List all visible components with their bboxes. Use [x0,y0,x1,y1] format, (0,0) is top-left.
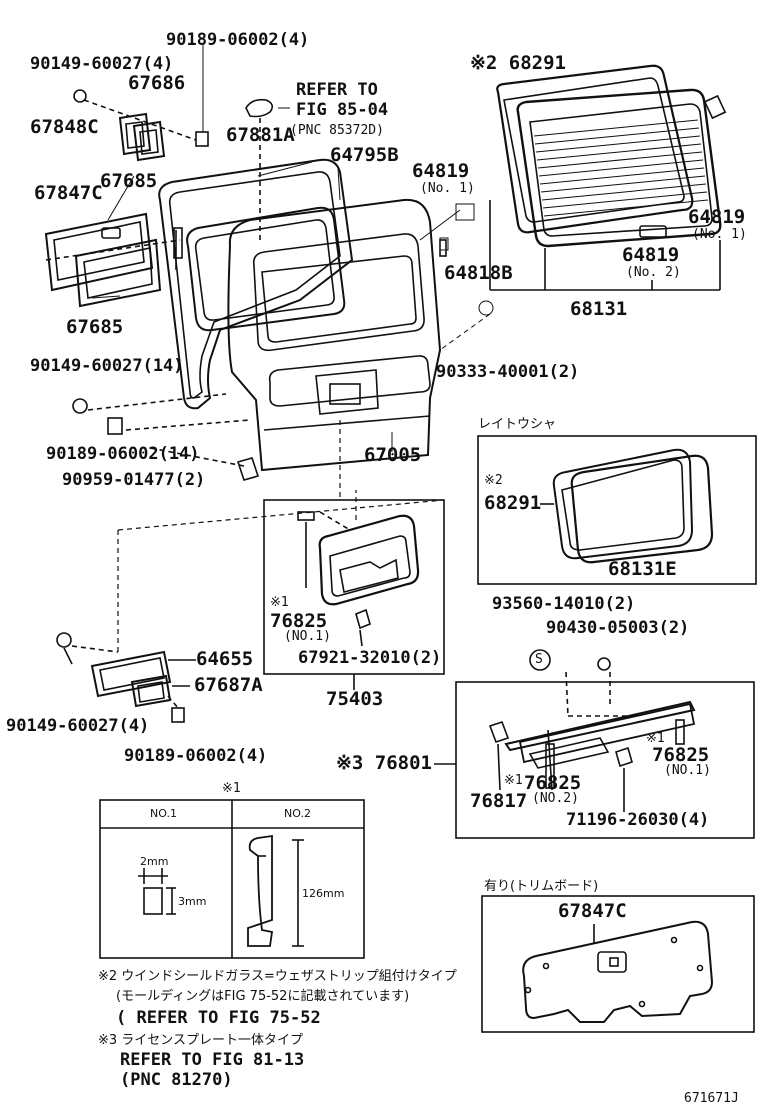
note3-line3: (PNC 81270) [120,1070,233,1090]
back-door-67005 [158,158,447,472]
dim-3mm: 3mm [178,895,207,908]
note3-line1: ※3 ライセンスプレート一体タイプ [98,1033,304,1048]
label-67881a: 67881A [226,124,295,146]
label-64655: 64655 [196,648,254,670]
garnish-64655 [56,632,196,723]
label-no1-right: (No. 1) [692,227,747,242]
label-67685-bottom: 67685 [66,316,124,338]
label-90959-01477: 90959-01477(2) [62,470,206,490]
note2-line3: ( REFER TO FIG 75-52 [116,1008,321,1028]
reitousha-glass-box [477,435,757,585]
label-76825-right: 76825 [652,744,710,766]
label-90189-06002-bottom: 90189-06002(4) [124,746,268,766]
label-67686: 67686 [128,72,186,94]
label-mark1-76825-left: ※1 [270,595,289,610]
label-67847c-left: 67847C [34,182,103,204]
label-64819-right: 64819 [688,206,746,228]
label-76825-mid: 76825 [524,772,582,794]
label-ari-trim: 有り(トリムボード) [484,879,599,894]
note3-line2: REFER TO FIG 81-13 [120,1050,305,1070]
label-mark1-right: ※1 [646,731,665,746]
label-no2: (No. 2) [626,265,681,280]
label-90149-60027-top: 90149-60027(4) [30,54,174,74]
label-64819-no1-left: 64819 [412,160,470,182]
label-67685-top: 67685 [100,170,158,192]
label-mark1-mid: ※1 [504,773,523,788]
label-93560-14010: 93560-14010(2) [492,594,636,614]
label-pnc-85372d: (PNC 85372D) [290,123,384,138]
label-76817: 76817 [470,790,528,812]
label-68131e: 68131E [608,558,677,580]
dim-126mm: 126mm [302,887,345,900]
label-68291-box: 68291 [484,492,542,514]
label-s-mark: S [535,652,543,667]
label-64818b: 64818B [444,262,513,284]
label-75403: 75403 [326,688,384,710]
note2-line2: (モールディングはFIG 75-52に記載されています) [116,989,410,1004]
label-no1-small-left: (NO.1) [284,629,331,644]
label-90149-60027-mid: 90149-60027(14) [30,356,184,376]
label-64795b: 64795B [330,144,399,166]
hinge-parts-left [44,89,274,481]
label-76825-left: 76825 [270,610,328,632]
label-no1-left: (No. 1) [420,181,475,196]
label-90189-06002-top: 90189-06002(4) [166,30,310,50]
label-67005: 67005 [364,444,422,466]
table-header-no2: NO.2 [284,807,311,820]
label-90149-60027-bottom: 90149-60027(4) [6,716,150,736]
rear-glass-68131 [489,64,727,291]
label-67848c: 67848C [30,116,99,138]
table-header-no1: NO.1 [150,807,177,820]
label-68131: 68131 [570,298,628,320]
label-mark1-table: ※1 [222,781,241,796]
label-refer-to: REFER TO [296,80,378,100]
label-64819-no2: 64819 [622,244,680,266]
variant-table [99,799,365,959]
label-reitousha: レイトウシャ [478,417,557,432]
label-mark2-box: ※2 [484,473,503,488]
label-68291-top: ※2 68291 [470,52,566,74]
label-no1-small-right: (NO.1) [664,763,711,778]
label-67847c-box: 67847C [558,900,627,922]
note2-line1: ※2 ウインドシールドガラス=ウェザストリップ組付けタイプ [98,969,457,984]
label-90189-06002-mid: 90189-06002(14) [46,444,200,464]
label-76801: ※3 76801 [336,752,432,774]
label-90333-40001: 90333-40001(2) [436,362,580,382]
figure-id: 671671J [684,1091,739,1106]
label-71196-26030: 71196-26030(4) [566,810,710,830]
label-no2-small: (NO.2) [532,791,579,806]
license-lamp-box-75403 [263,499,445,690]
dim-2mm: 2mm [140,855,169,868]
label-90430-05003: 90430-05003(2) [546,618,690,638]
label-67921-32010: 67921-32010(2) [298,648,442,668]
label-fig-85-04: FIG 85-04 [296,100,389,120]
label-67687a: 67687A [194,674,263,696]
license-garnish-box-76801 [434,649,755,839]
trim-board-box [481,895,755,1033]
